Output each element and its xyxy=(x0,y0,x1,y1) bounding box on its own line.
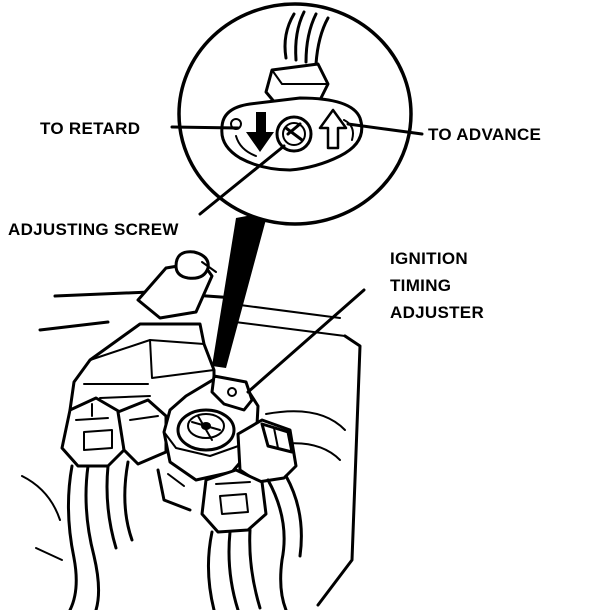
ignition-label-line1: IGNITION xyxy=(390,249,468,268)
engine-assembly xyxy=(21,250,362,610)
magnified-detail xyxy=(177,2,413,226)
ignition-adjuster-leader xyxy=(246,288,366,394)
ignition-label-line3: ADJUSTER xyxy=(390,303,485,322)
zoom-beam xyxy=(212,212,268,368)
leader-lines xyxy=(170,122,424,394)
adjusting-screw-leader xyxy=(198,144,286,216)
to-advance-leader xyxy=(346,122,424,136)
ignition-label-line2: TIMING xyxy=(390,276,452,295)
ignition-timing-adjuster-label: IGNITION TIMING ADJUSTER xyxy=(390,248,484,323)
adjusting-screw-label: ADJUSTING SCREW xyxy=(8,220,179,239)
to-retard-label: TO RETARD xyxy=(40,119,141,138)
to-retard-leader xyxy=(170,125,240,130)
to-advance-label: TO ADVANCE xyxy=(428,125,542,144)
